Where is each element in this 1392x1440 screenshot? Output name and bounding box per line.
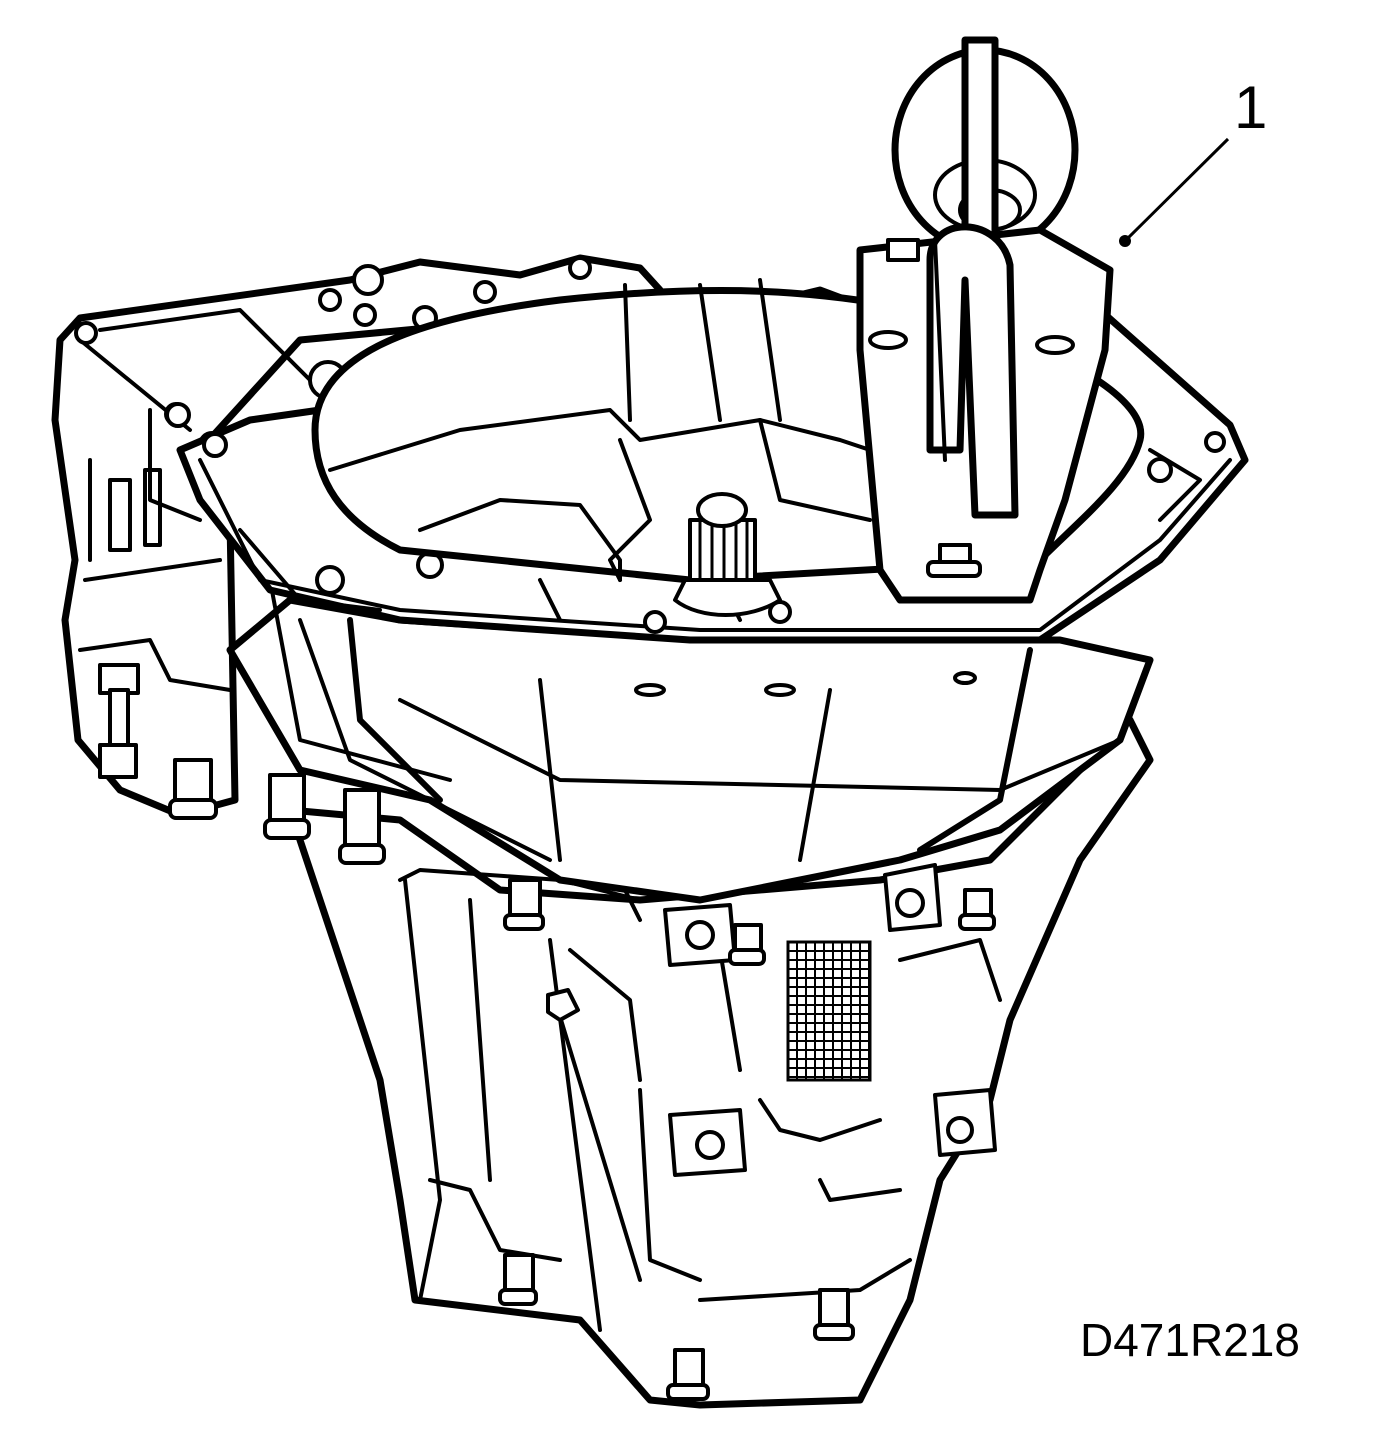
figure-code: D471R218: [1080, 1314, 1300, 1366]
vent-grille: [786, 940, 872, 1082]
callout-number: 1: [1234, 74, 1267, 141]
grille-frame: [786, 940, 872, 1082]
callout-1: 1: [1119, 74, 1267, 247]
lifting-bracket: [856, 36, 1114, 604]
side-bolts: [98, 663, 386, 865]
callout-anchor-dot: [1119, 235, 1131, 247]
callout-leader-line: [1123, 137, 1230, 243]
